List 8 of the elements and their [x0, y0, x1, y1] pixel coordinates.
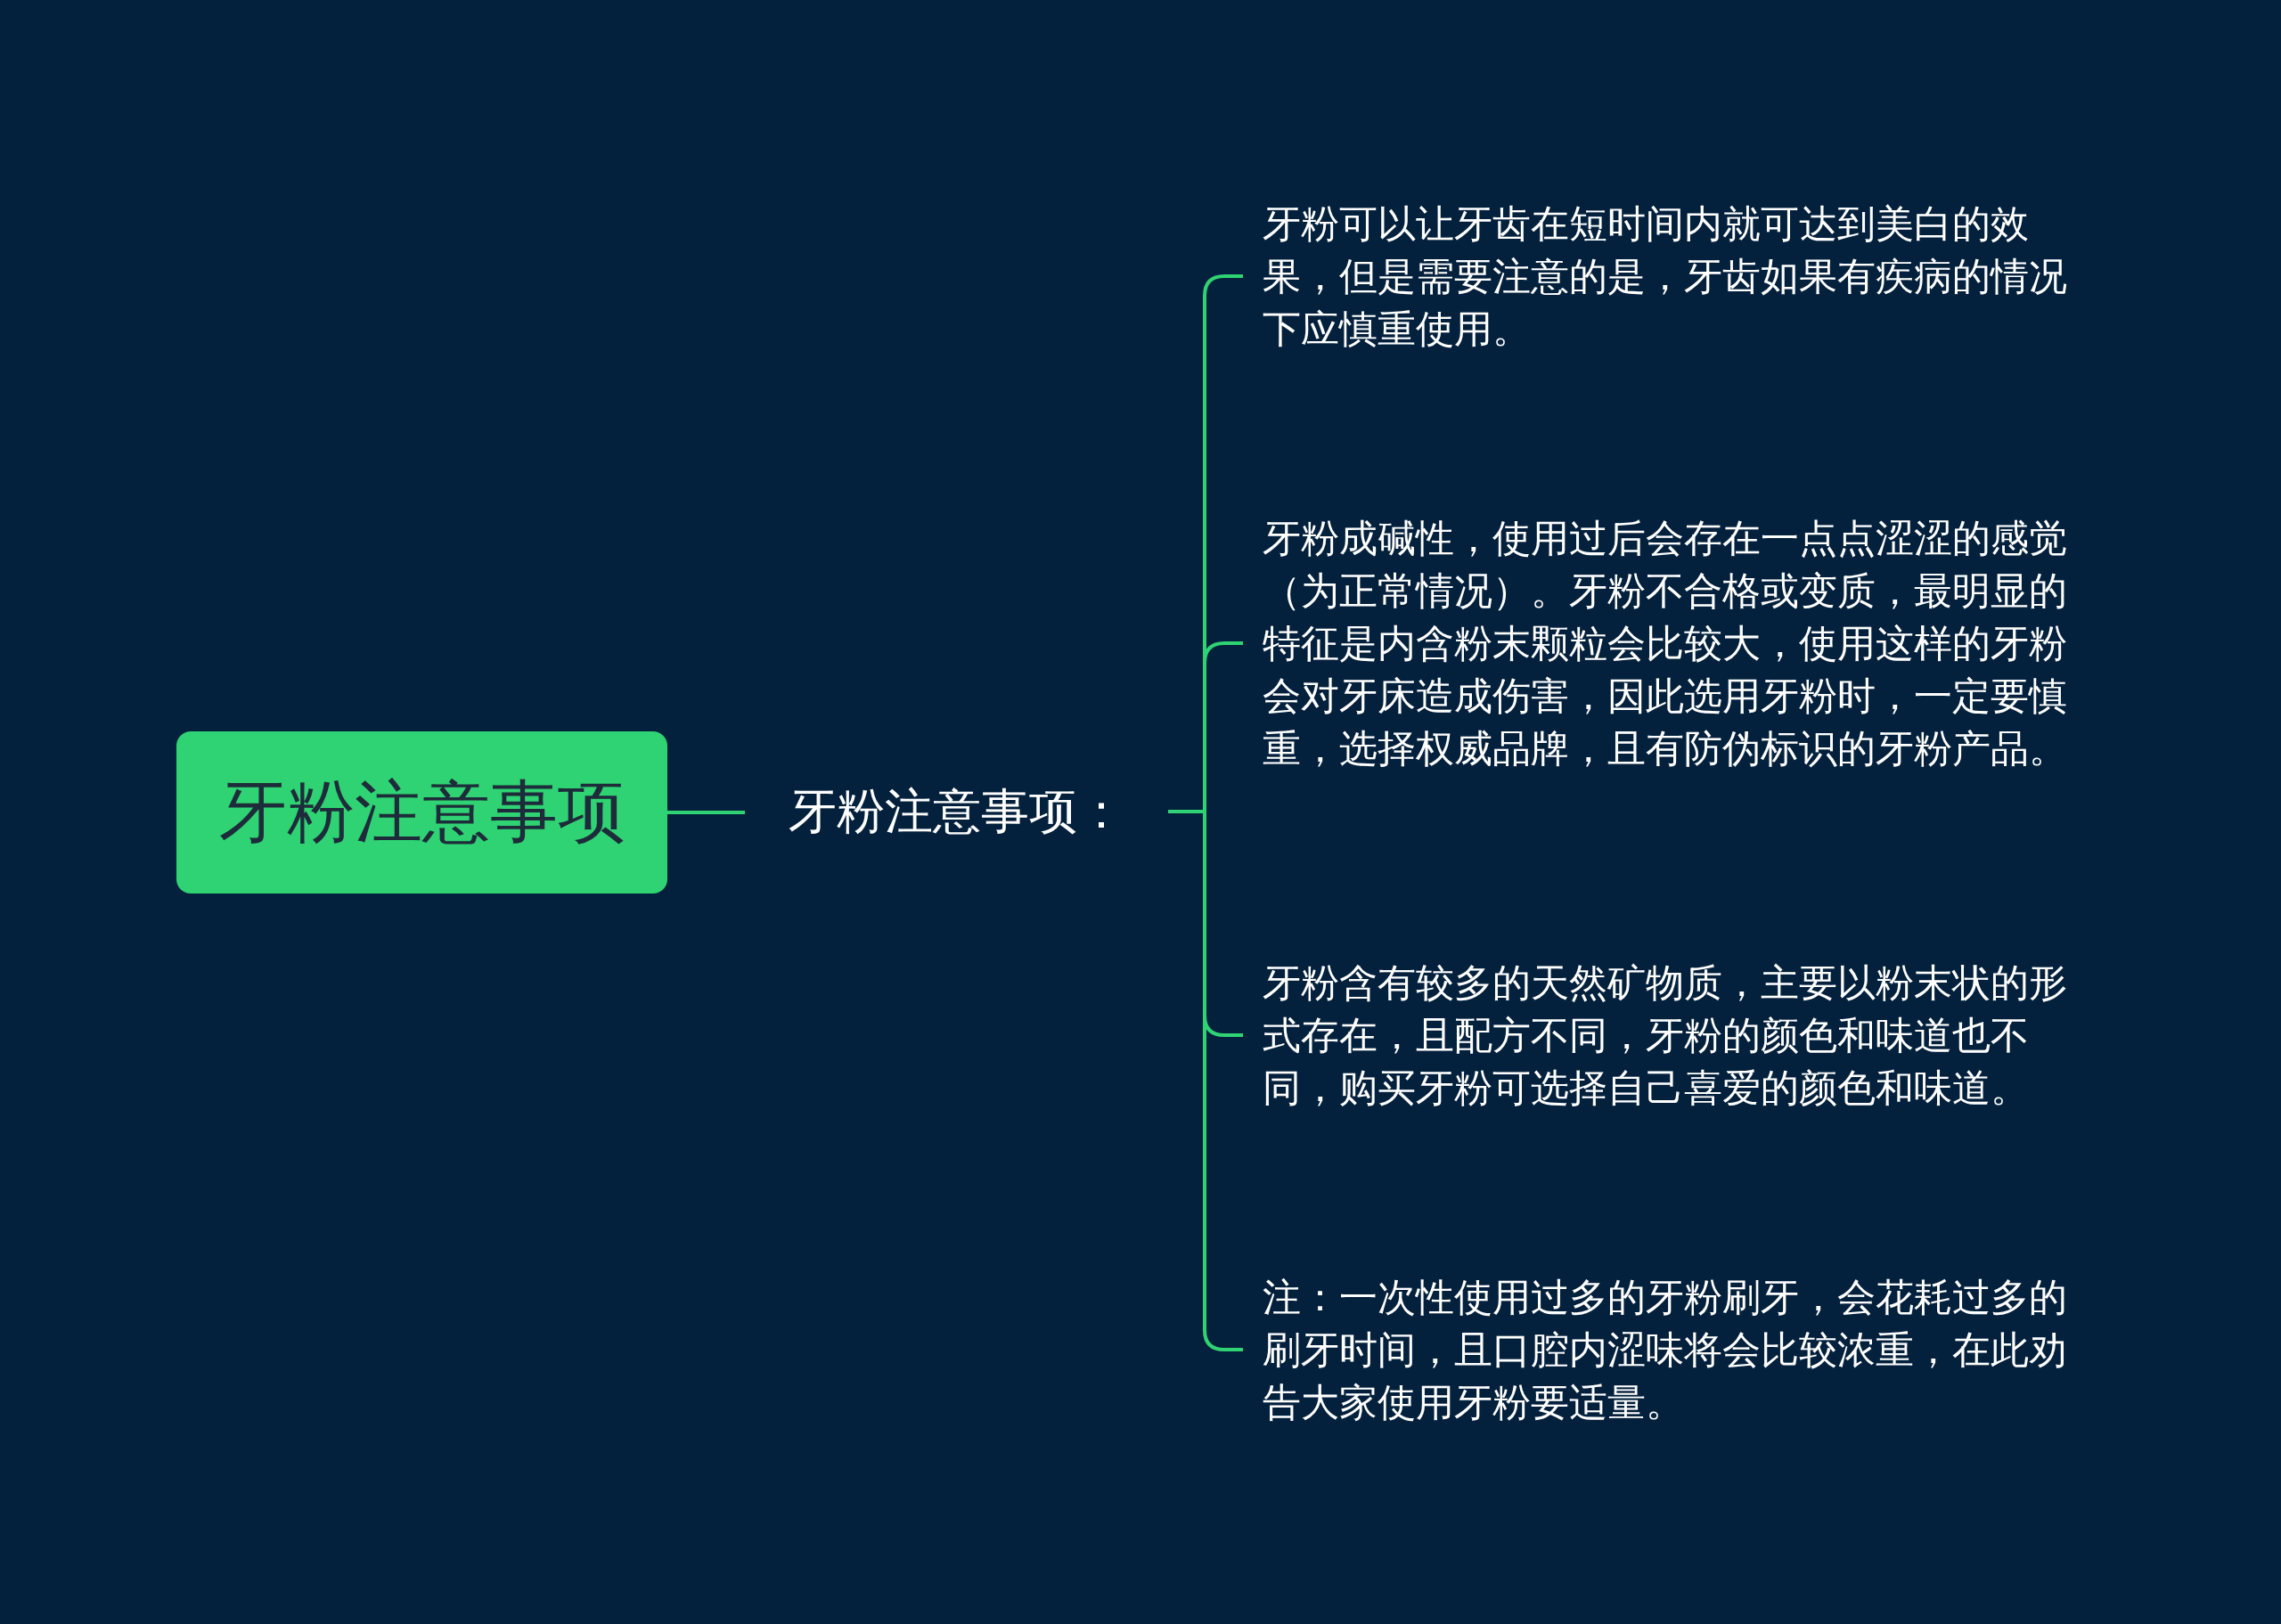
- connector-line: [667, 811, 745, 814]
- leaf-text: 牙粉成碱性，使用过后会存在一点点涩涩的感觉（为正常情况）。牙粉不合格或变质，最明显的特征是内含粉末颗粒会比较大，使用这样的牙粉会对牙床造成伤害，因此选用牙粉时，一定要慎重，选择权威品牌，且有防伪标识的牙粉产品。: [1263, 511, 2100, 775]
- root-topic-box: 牙粉注意事项: [176, 731, 667, 894]
- leaf-text: 牙粉含有较多的天然矿物质，主要以粉末状的形式存在，且配方不同，牙粉的颜色和味道也不同，购买牙粉可选择自己喜爱的颜色和味道。: [1263, 956, 2100, 1114]
- connector-line: [1168, 810, 1243, 1351]
- leaf-text: 牙粉可以让牙齿在短时间内就可达到美白的效果，但是需要注意的是，牙齿如果有疾病的情况下应慎重使用。: [1263, 197, 2100, 355]
- subtopic-label: 牙粉注意事项：: [745, 767, 1168, 856]
- leaf-text: 注：一次性使用过多的牙粉刷牙，会花耗过多的刷牙时间，且口腔内涩味将会比较浓重，在此劝告大家使用牙粉要适量。: [1263, 1270, 2100, 1429]
